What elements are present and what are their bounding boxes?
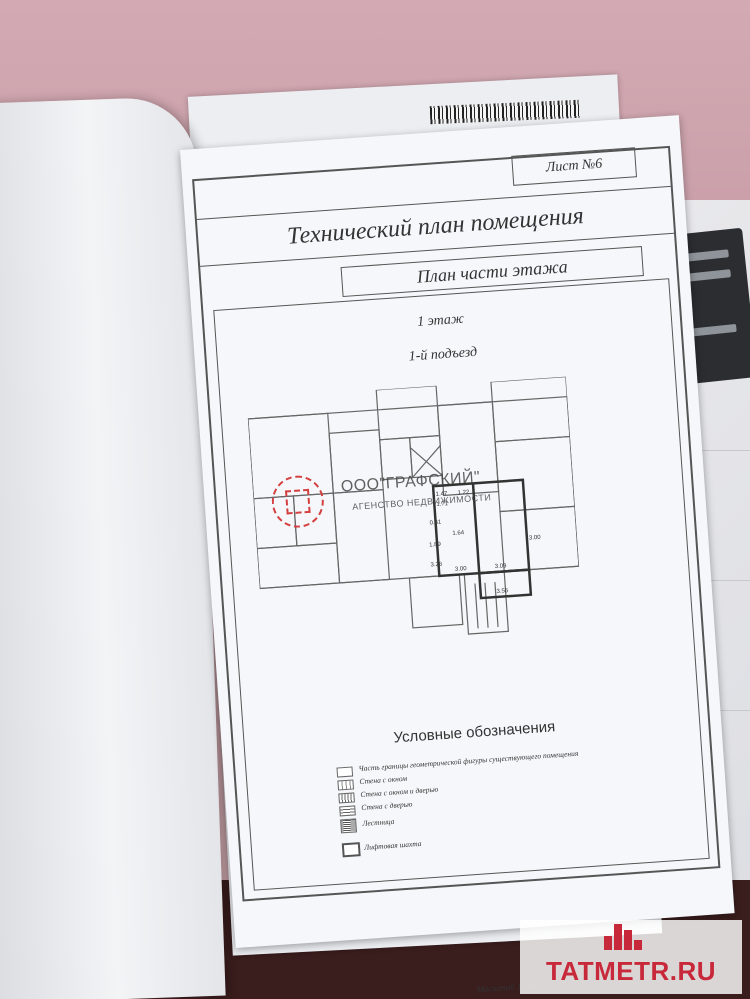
legend-item-label: Стена с окном и дверью [360, 784, 439, 799]
legend-item-label: Часть границы геометрической фигуры суще… [358, 748, 579, 774]
dim-label: 3.26 [430, 562, 443, 569]
dim-label: 3.00 [455, 566, 468, 573]
window-wall-swatch-icon [337, 779, 355, 791]
stairs-swatch-icon [340, 818, 358, 834]
legend-item-label: Стена с окном [359, 773, 408, 787]
elevator-shaft-swatch-icon [341, 842, 361, 858]
legend-item: Стена с окном [337, 774, 407, 792]
site-name: TATMETR.RU [545, 956, 717, 986]
agency-logo-icon [270, 473, 326, 530]
watermark-company: ООО"ГРАФСКИЙ" [340, 468, 481, 496]
floor-plan: 1.47 1.22 1.71 0.61 1.64 3.00 3.09 3.56 … [247, 376, 580, 635]
legend-item: Стена с окном и дверью [338, 785, 438, 805]
legend: Часть границы геометрической фигуры суще… [336, 749, 579, 860]
dim-label: 3.56 [496, 588, 509, 595]
legend-item-label: Лестница [362, 816, 395, 828]
legend-item-label: Стена с дверью [360, 799, 413, 812]
building-logo-icon [604, 924, 644, 950]
dim-label: 1.47 [435, 491, 448, 498]
boundary-swatch-icon [336, 766, 354, 778]
dim-label: 3.00 [529, 535, 542, 542]
sheet-number: Лист №6 [511, 147, 638, 186]
dim-label: 1.71 [436, 501, 449, 508]
watermark-tagline: АГЕНСТВО НЕДВИЖИМОСТИ [351, 492, 492, 512]
window-door-wall-swatch-icon [338, 792, 355, 804]
dim-label: 1.89 [429, 542, 442, 549]
door-wall-swatch-icon [339, 805, 356, 817]
entrance-label: 1-й подъезд [408, 344, 478, 365]
legend-item: Стена с дверью [339, 799, 413, 818]
site-watermark: TATMETR.RU [520, 920, 742, 994]
page-frame: Лист №6 Технический план помещения План … [192, 145, 721, 994]
legend-item: Лестница [340, 817, 395, 835]
plan-area: 1 этаж 1-й подъезд [213, 278, 710, 994]
document-page: Лист №6 Технический план помещения План … [180, 115, 735, 994]
legend-title: Условные обозначения [392, 718, 556, 747]
dim-label: 0.61 [429, 520, 442, 527]
dim-label: 1.22 [457, 490, 470, 497]
dim-label: 3.09 [495, 563, 508, 570]
dim-label: 1.64 [452, 530, 465, 537]
floor-label: 1 этаж [416, 311, 465, 330]
legend-item: Часть границы геометрической фигуры суще… [336, 749, 579, 779]
legend-item: Лифтовая шахта [341, 839, 422, 859]
legend-item-label: Лифтовая шахта [363, 838, 422, 852]
